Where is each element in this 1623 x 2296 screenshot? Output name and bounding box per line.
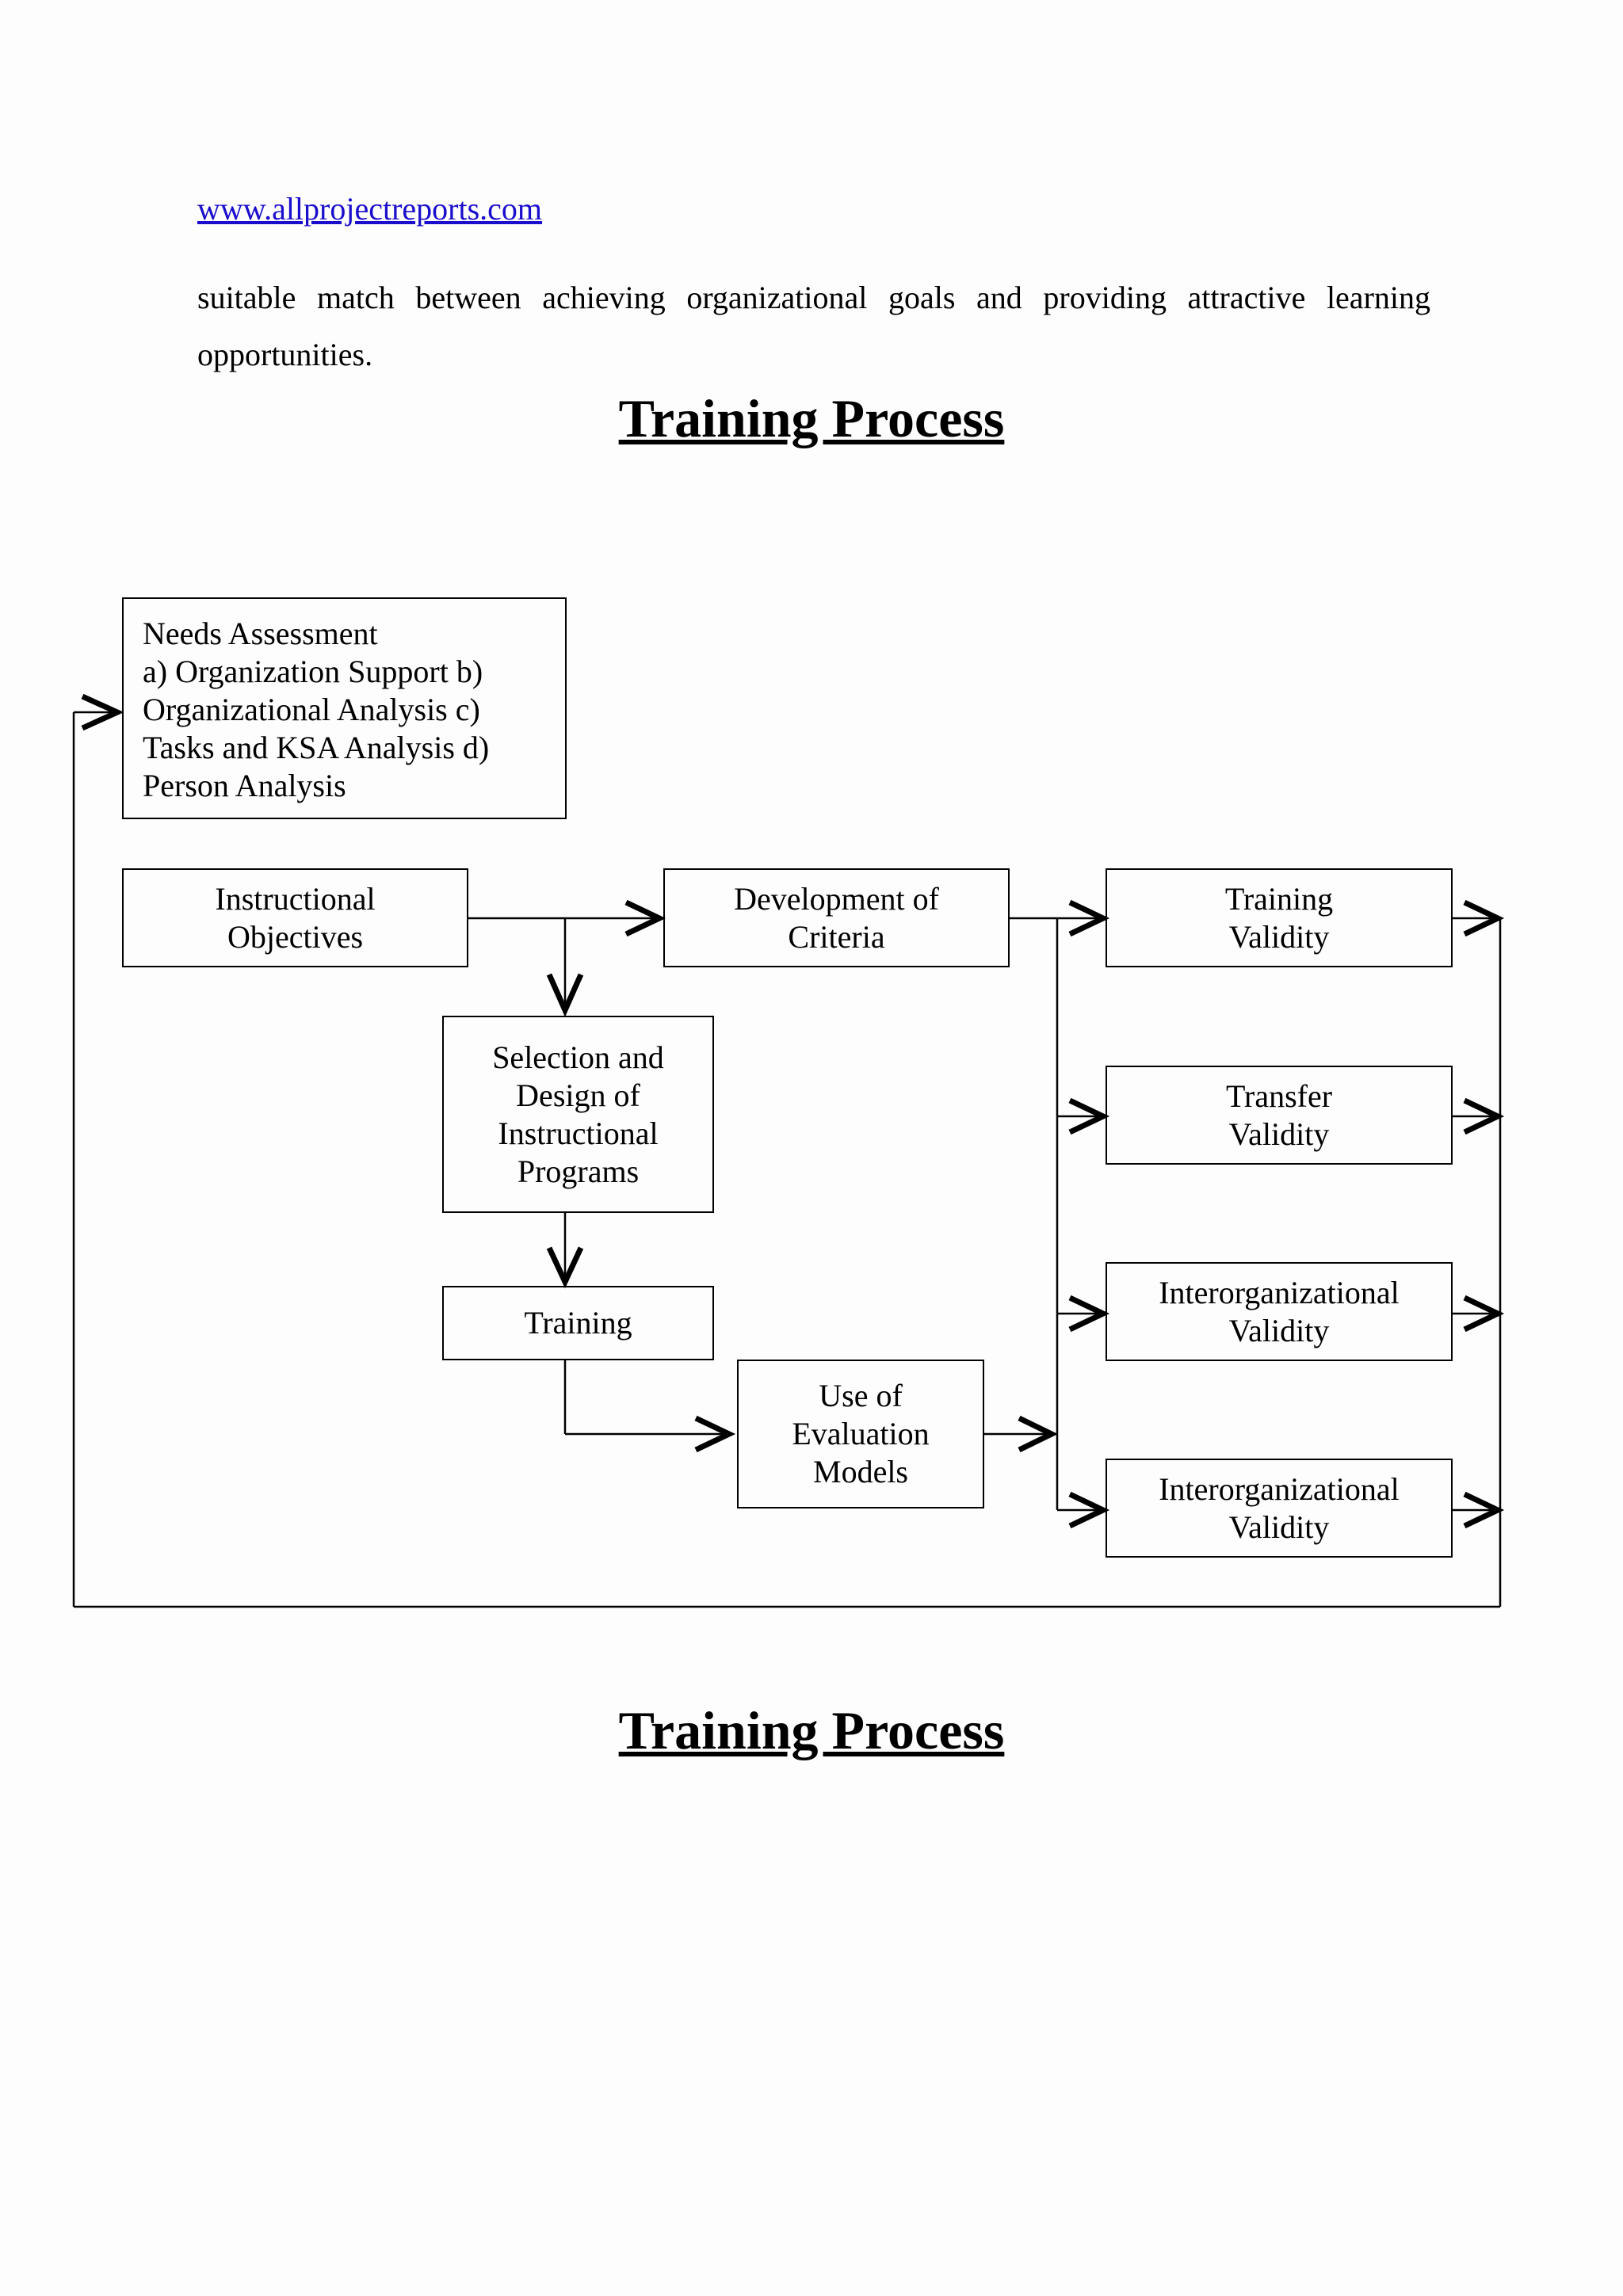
arrow-use-of-evaluation xyxy=(694,1415,736,1453)
arrow-out-4 xyxy=(1463,1491,1505,1529)
arrow-development-criteria xyxy=(624,899,666,937)
interorganizational-validity-box-1: Interorganizational Validity xyxy=(1106,1262,1453,1361)
arrow-interorg-validity-1 xyxy=(1068,1295,1110,1333)
arrow-needs-assessment xyxy=(81,693,124,731)
body-paragraph: suitable match between achieving organiz… xyxy=(197,280,1430,372)
transfer-validity-box: Transfer Validity xyxy=(1106,1066,1453,1165)
arrow-interorg-validity-2 xyxy=(1068,1491,1110,1529)
training-validity-box: Training Validity xyxy=(1106,868,1453,967)
arrow-out-2 xyxy=(1463,1097,1505,1135)
development-of-criteria-box: Development of Criteria xyxy=(663,868,1010,967)
arrow-bus-in xyxy=(1018,1415,1058,1453)
instructional-objectives-box: Instructional Objectives xyxy=(122,868,468,967)
page-title-bottom: Training Process xyxy=(618,1700,1005,1760)
arrow-transfer-validity xyxy=(1068,1097,1110,1135)
interorganizational-validity-box-2: Interorganizational Validity xyxy=(1106,1459,1453,1558)
page-title-top: Training Process xyxy=(618,388,1005,448)
arrow-selection-design xyxy=(546,973,584,1017)
arrow-training xyxy=(546,1246,584,1289)
use-of-evaluation-models-box: Use of Evaluation Models xyxy=(737,1360,984,1508)
training-box: Training xyxy=(442,1286,714,1360)
arrow-out-1 xyxy=(1463,899,1505,937)
needs-assessment-box: Needs Assessment a) Organization Support… xyxy=(122,597,567,819)
arrow-training-validity xyxy=(1068,899,1110,937)
arrow-out-3 xyxy=(1463,1295,1505,1333)
site-link[interactable]: www.allprojectreports.com xyxy=(197,191,543,227)
selection-design-box: Selection and Design of Instructional Pr… xyxy=(442,1016,714,1213)
